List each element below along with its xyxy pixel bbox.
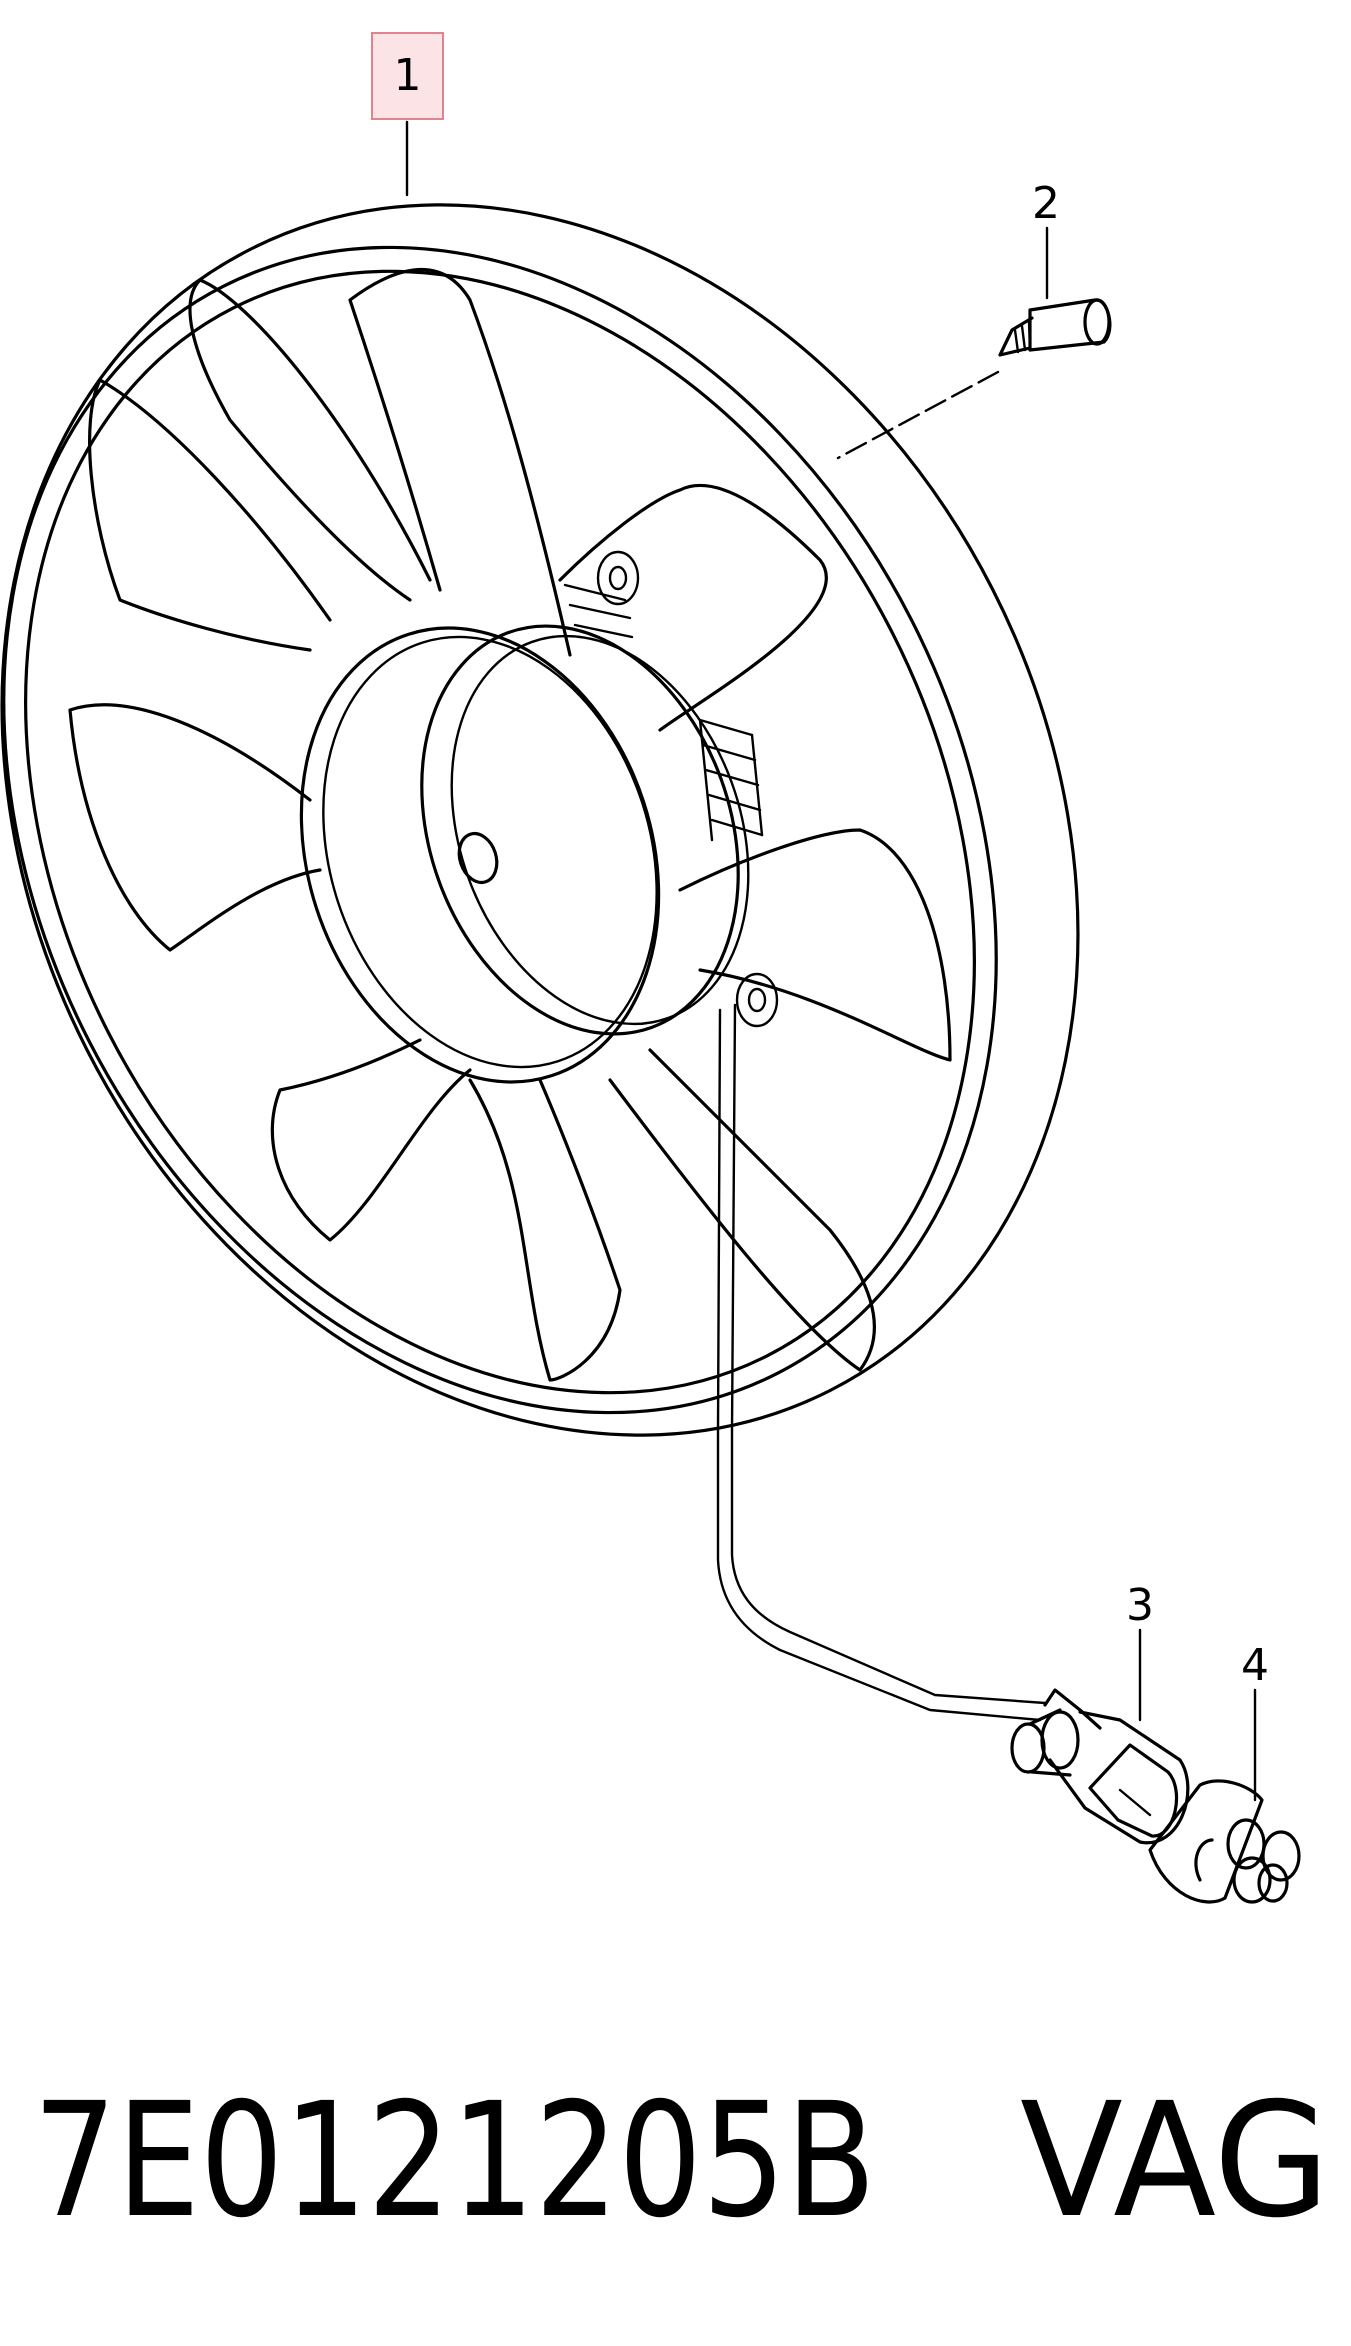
callout-2[interactable]: 2 [1032,178,1060,300]
callout-4-label: 4 [1241,1640,1269,1691]
callout-1-highlight [371,32,444,120]
callout-1[interactable]: 1 [371,32,444,197]
mount-tab-top [596,550,640,606]
mount-tab-bottom [735,972,779,1028]
part-number: 7E0121205B [33,2069,876,2253]
callout-4[interactable]: 4 [1241,1640,1269,1802]
brand-name: VAG [1020,2069,1330,2253]
callout-2-label: 2 [1032,178,1060,229]
callout-3[interactable]: 3 [1126,1580,1154,1722]
screw [836,298,1112,460]
callout-1-label: 1 [394,50,422,101]
hub-center-hole [457,831,499,885]
fan-blades [68,268,952,1382]
motor-fins [563,583,764,842]
fan-assembly [0,203,1080,1437]
fan-hub [299,626,661,1084]
cable-connector [716,1428,1190,1845]
callout-3-label: 3 [1126,1580,1154,1631]
plug [1148,1779,1301,1904]
